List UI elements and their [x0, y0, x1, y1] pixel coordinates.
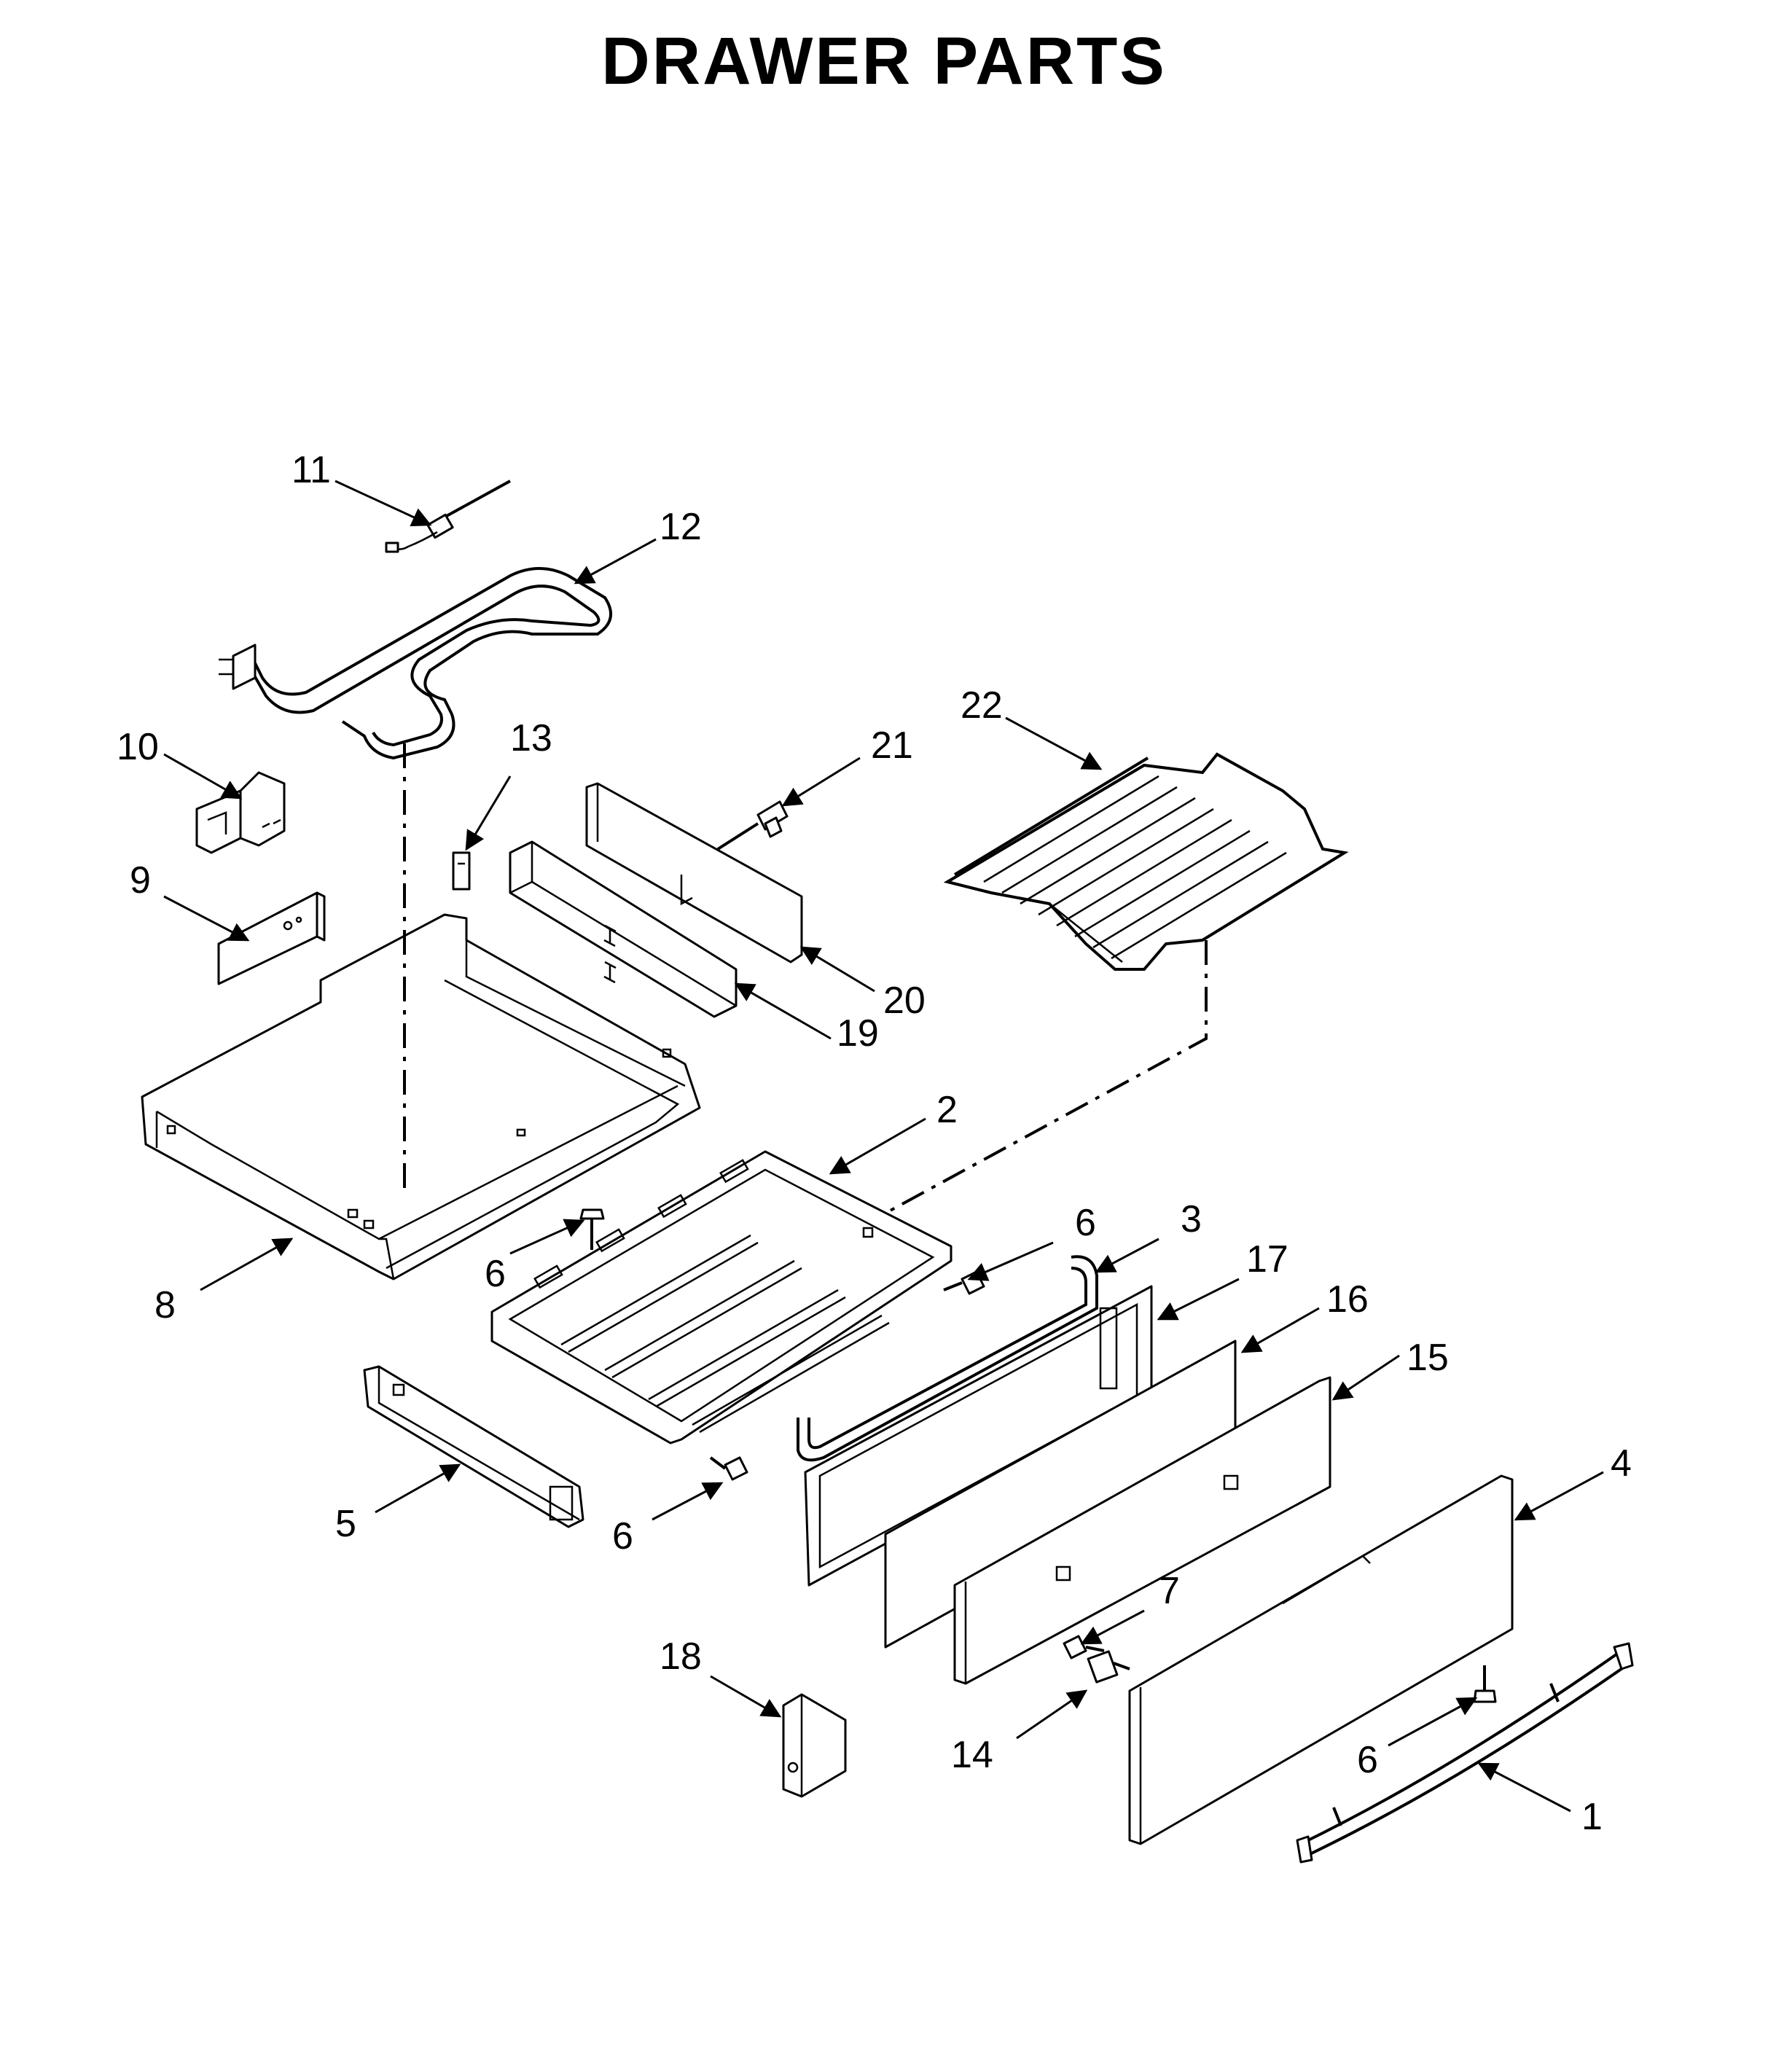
- callout-11: 11: [292, 449, 331, 491]
- part-5-slide: [363, 1365, 584, 1528]
- callout-2: 2: [936, 1089, 958, 1131]
- callout-6-handle: 6: [1357, 1739, 1378, 1781]
- part-6-screw-d: [1473, 1665, 1497, 1703]
- part-7-bolt: [1063, 1635, 1105, 1659]
- callout-4: 4: [1611, 1442, 1632, 1485]
- callout-21: 21: [871, 724, 913, 767]
- callout-18: 18: [660, 1635, 702, 1678]
- part-4-drawer-front: [1128, 1474, 1514, 1845]
- callout-22: 22: [961, 684, 1003, 727]
- callout-6-right: 6: [1075, 1202, 1096, 1244]
- callout-1: 1: [1581, 1796, 1603, 1838]
- callout-6-top: 6: [485, 1253, 506, 1295]
- callout-12: 12: [660, 506, 702, 548]
- leader-lines: [163, 480, 1604, 1813]
- part-11-sensor: [385, 480, 511, 553]
- part-22-rack: [943, 752, 1349, 971]
- part-3-gasket: [797, 1255, 1098, 1462]
- part-8-drawer-housing: [141, 913, 701, 1281]
- part-15-mid-panel: [953, 1376, 1331, 1685]
- callout-17: 17: [1246, 1238, 1288, 1281]
- part-14-clip: [1087, 1650, 1130, 1684]
- callout-13: 13: [510, 717, 552, 759]
- part-6-screw-c: [709, 1456, 748, 1481]
- callout-15: 15: [1407, 1337, 1449, 1379]
- part-21-fastener: [716, 800, 789, 851]
- callout-6-bottom: 6: [612, 1515, 633, 1557]
- callout-10: 10: [117, 726, 159, 768]
- callout-8: 8: [154, 1284, 176, 1326]
- page-title: DRAWER PARTS: [601, 24, 1167, 98]
- callout-14: 14: [951, 1734, 993, 1776]
- part-9-plate: [217, 891, 326, 985]
- part-2-drawer-pan: [490, 1150, 953, 1444]
- part-18-bracket: [782, 1693, 847, 1798]
- part-19-insulation: [509, 840, 738, 1018]
- alignment-line-rack: [837, 940, 1208, 1240]
- callout-9: 9: [130, 859, 151, 902]
- part-12-heating-element: [219, 567, 612, 760]
- part-6-screw-a: [579, 1208, 605, 1250]
- part-1-handle: [1296, 1642, 1634, 1864]
- callout-7: 7: [1159, 1570, 1180, 1612]
- part-13-clip: [452, 851, 471, 891]
- callout-20: 20: [883, 980, 926, 1022]
- part-10-bracket: [195, 771, 286, 854]
- callout-3: 3: [1181, 1198, 1202, 1240]
- callouts: 11 12 10 9 13 21 22 20 19 8 2 6 3 6 17 1…: [117, 449, 1632, 1838]
- callout-16: 16: [1326, 1278, 1369, 1321]
- callout-19: 19: [837, 1012, 879, 1055]
- callout-5: 5: [335, 1503, 356, 1545]
